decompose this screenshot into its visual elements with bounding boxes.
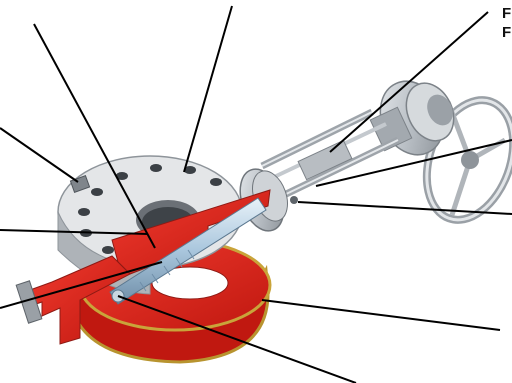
partial-label-top: F [502, 5, 511, 22]
handwheel-hub [461, 151, 479, 169]
leader-line [184, 6, 232, 172]
partial-label-second: F [502, 24, 511, 41]
leader-line [0, 128, 78, 182]
leader-line [262, 300, 500, 330]
